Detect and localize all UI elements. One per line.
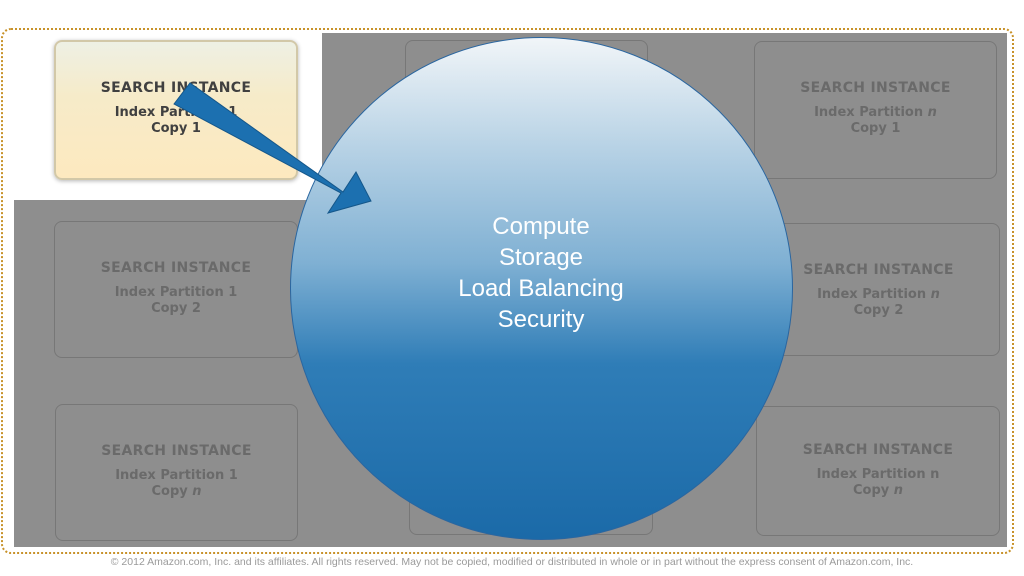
instance-partition: Index Partition n bbox=[814, 105, 937, 120]
instance-partition: Index Partition 1 bbox=[114, 285, 238, 300]
instance-title: SEARCH INSTANCE bbox=[100, 260, 252, 276]
instance-partition: Index Partition 1 bbox=[115, 468, 238, 483]
instance-title: SEARCH INSTANCE bbox=[101, 443, 252, 459]
instance-title: SEARCH INSTANCE bbox=[100, 80, 252, 96]
instance-partition: Index Partition n bbox=[816, 467, 940, 482]
service-compute: Compute bbox=[492, 213, 590, 240]
search-instance-box: SEARCH INSTANCE Index Partition 1 Copy 2 bbox=[54, 221, 298, 358]
arrow-shape bbox=[173, 82, 372, 214]
services-list: Compute Storage Load Balancing Security bbox=[390, 211, 692, 335]
service-security: Security bbox=[497, 306, 585, 333]
instance-copy: Copy n bbox=[852, 483, 904, 498]
instance-copy: Copy n bbox=[151, 484, 202, 499]
service-load-balancing: Load Balancing bbox=[458, 275, 624, 302]
instance-title: SEARCH INSTANCE bbox=[800, 80, 951, 96]
diagram-frame bbox=[1, 28, 1014, 554]
instance-copy: Copy 2 bbox=[853, 303, 904, 318]
search-instance-box: SEARCH INSTANCE Index Partition n Copy 1 bbox=[754, 41, 997, 179]
copyright-footer: © 2012 Amazon.com, Inc. and its affiliat… bbox=[110, 556, 914, 568]
instance-title: SEARCH INSTANCE bbox=[803, 262, 954, 278]
instance-copy: Copy 1 bbox=[850, 121, 901, 136]
instance-title: SEARCH INSTANCE bbox=[802, 442, 954, 458]
services-circle bbox=[290, 37, 793, 540]
instance-partition: Index Partition n bbox=[817, 287, 940, 302]
service-storage: Storage bbox=[498, 244, 584, 271]
instance-copy: Copy 2 bbox=[151, 301, 201, 316]
search-instance-box: SEARCH INSTANCE Index Partition n Copy n bbox=[756, 406, 1000, 536]
instance-copy: Copy 1 bbox=[151, 121, 201, 136]
search-instance-box: SEARCH INSTANCE Index Partition 1 Copy n bbox=[55, 404, 298, 541]
